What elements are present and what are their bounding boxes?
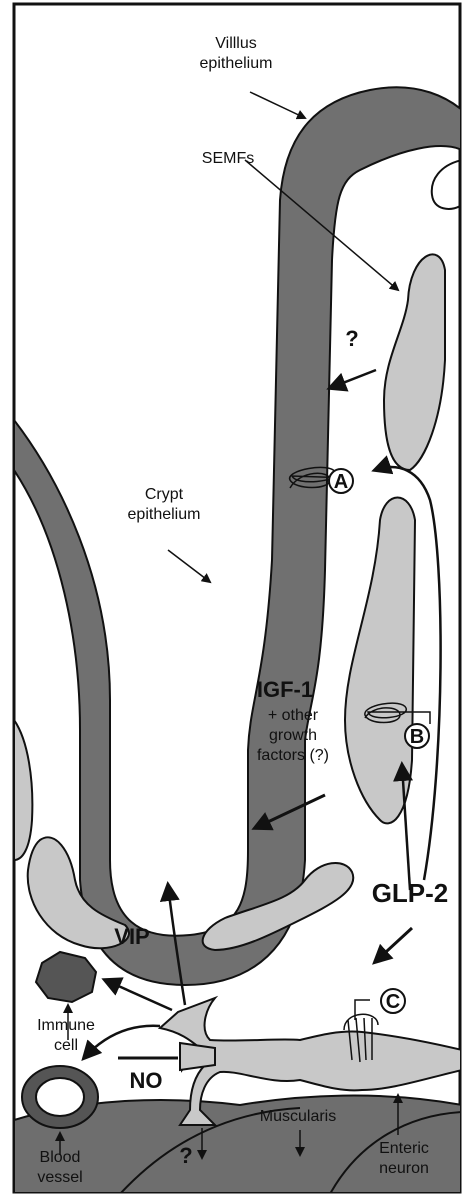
blood-vessel-label-line2: vessel [37, 1169, 82, 1186]
blood-vessel-lumen [36, 1078, 84, 1116]
question-mark-bottom: ? [179, 1143, 192, 1168]
glp2-label: GLP-2 [372, 878, 449, 908]
blood-vessel-label-line1: Blood [40, 1149, 81, 1166]
enteric-neuron-label-line1: Enteric [379, 1140, 429, 1157]
crypt-epithelium-label-line2: epithelium [128, 506, 201, 523]
growth-factors-label-line2: growth [269, 727, 317, 744]
enteric-neuron-label-line2: neuron [379, 1160, 429, 1177]
crypt-epithelium-label-line1: Crypt [145, 486, 184, 503]
neuron-terminal-no [180, 1043, 215, 1070]
immune-cell-label-line1: Immune [37, 1017, 95, 1034]
igf1-label: IGF-1 [257, 677, 313, 702]
marker-a-label: A [334, 471, 348, 493]
villus-epithelium-label-line1: Villlus [215, 35, 257, 52]
question-mark-top: ? [345, 326, 358, 351]
vip-label: VIP [114, 924, 149, 949]
marker-b-label: B [410, 726, 424, 748]
immune-cell-label-line2: cell [54, 1037, 78, 1054]
growth-factors-label-line1: + other [268, 707, 319, 724]
marker-c-label: C [386, 991, 400, 1013]
semfs-label: SEMFs [202, 150, 254, 167]
no-label: NO [130, 1068, 163, 1093]
muscularis-label: Muscularis [260, 1108, 336, 1125]
villus-epithelium-label-line2: epithelium [200, 55, 273, 72]
growth-factors-label-line3: factors (?) [257, 747, 329, 764]
